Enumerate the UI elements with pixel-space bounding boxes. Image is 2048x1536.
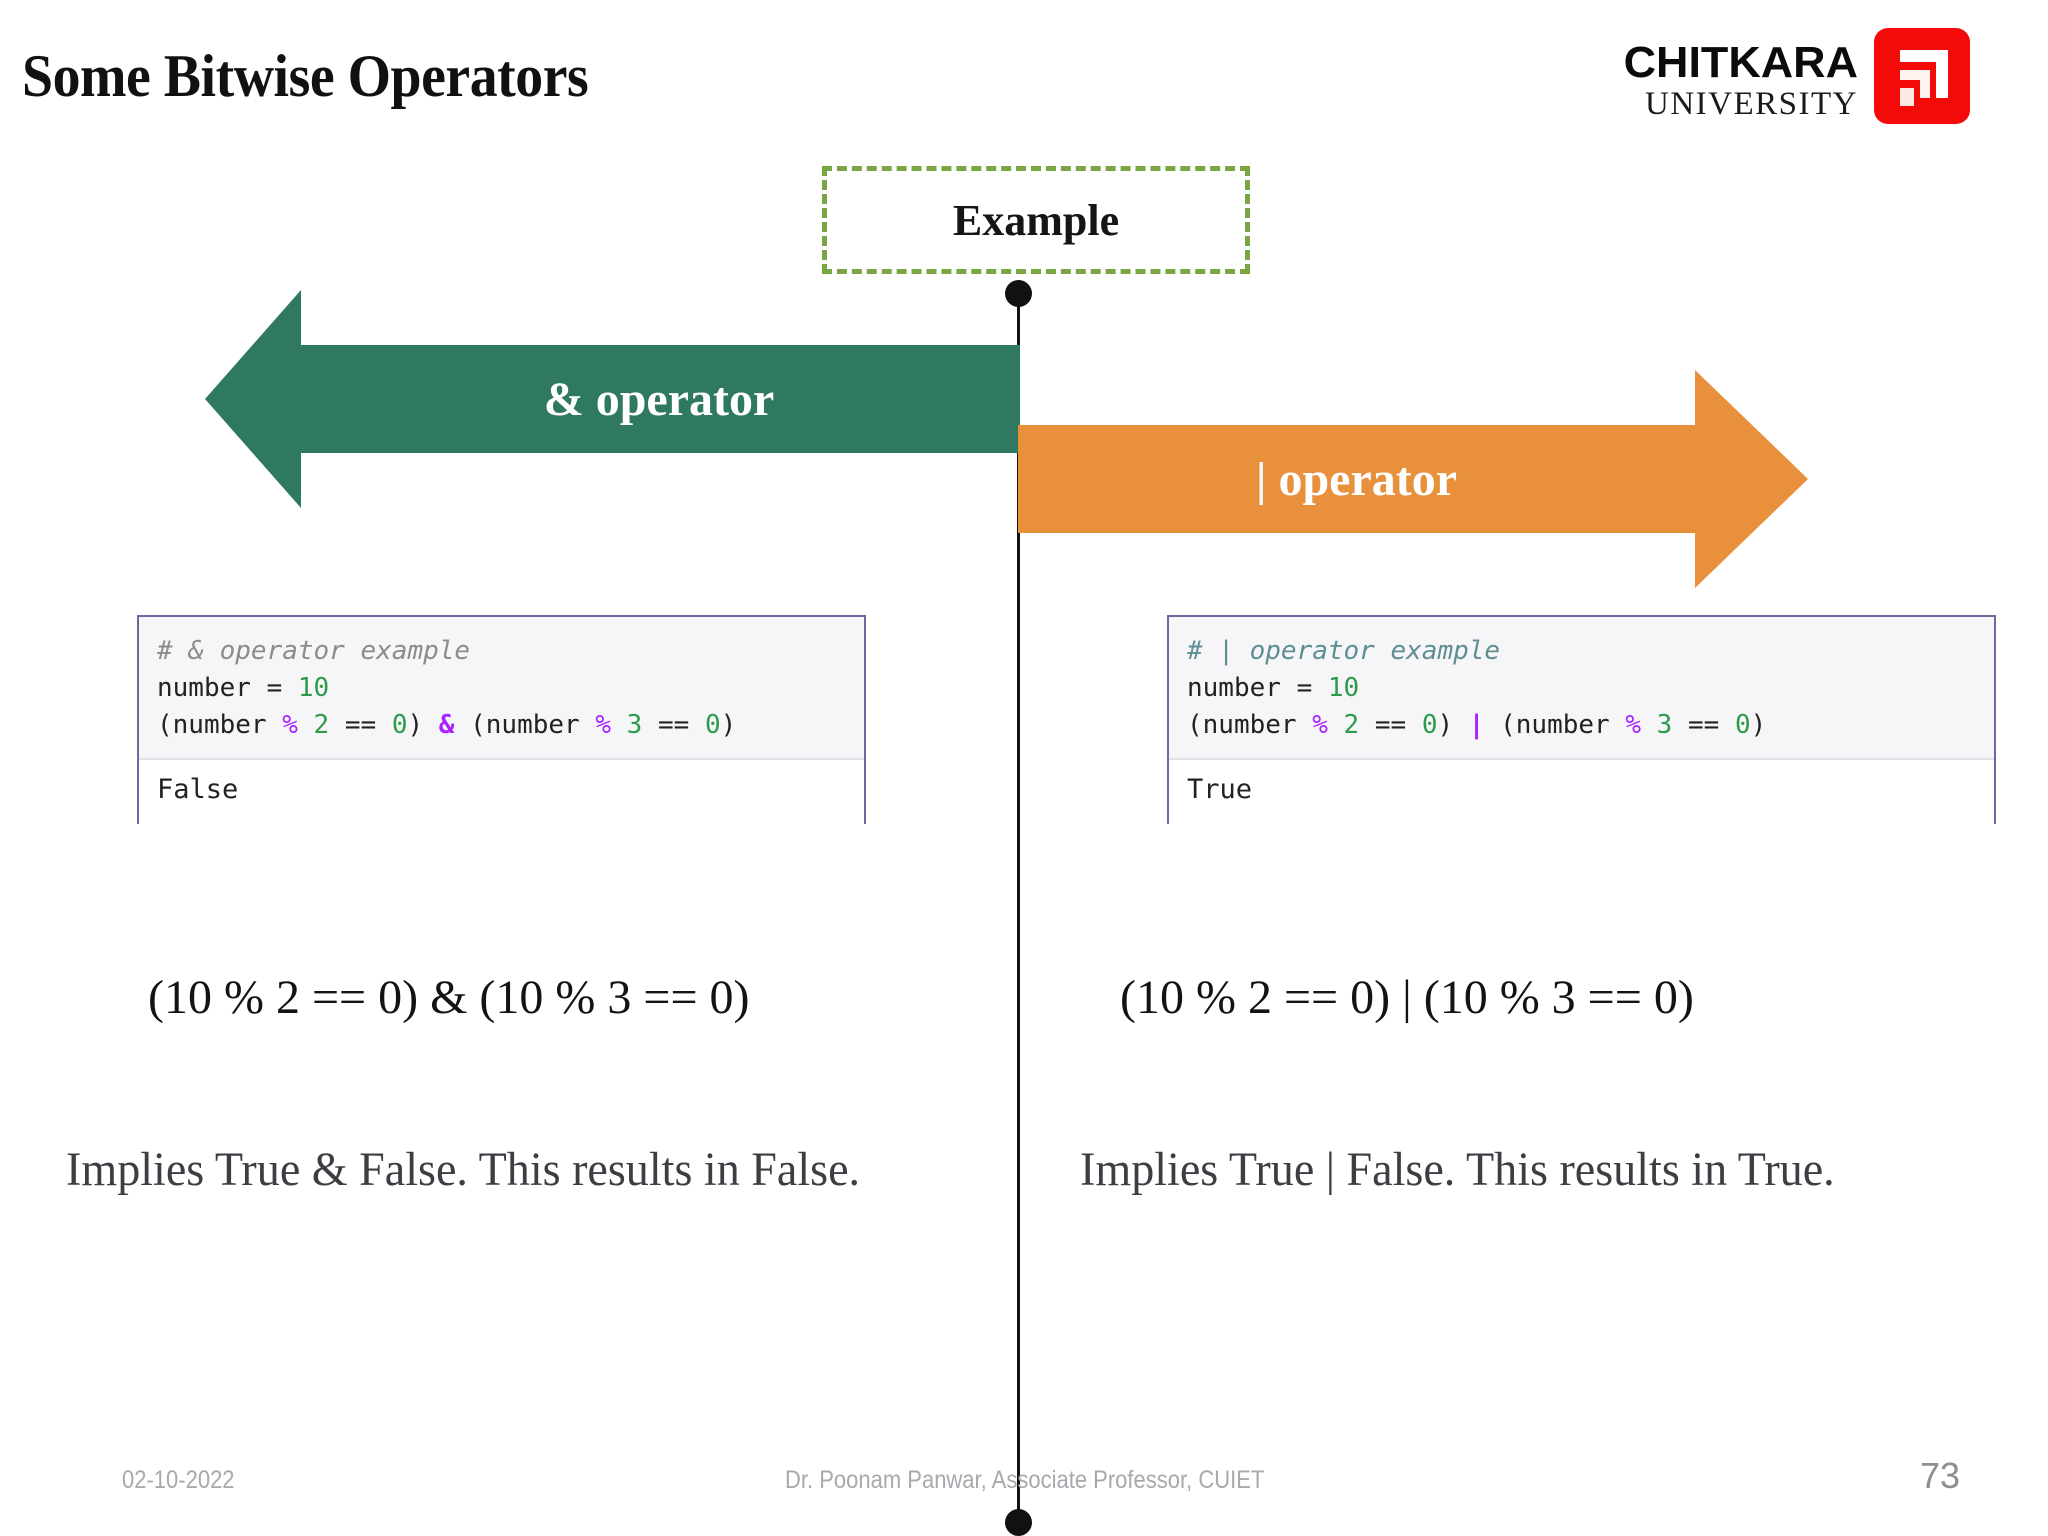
or-expression-text: (10 % 2 == 0) | (10 % 3 == 0) <box>1120 971 1694 1024</box>
code-output-left: False <box>139 760 864 824</box>
and-expression-text: (10 % 2 == 0) & (10 % 3 == 0) <box>148 971 750 1024</box>
or-operator-code-block: # | operator example number = 10 (number… <box>1167 615 1996 824</box>
logo-wordmark: CHITKARA UNIVERSITY <box>1624 40 1858 123</box>
code-output-right: True <box>1169 760 1994 824</box>
center-line-bottom-dot <box>1005 1509 1032 1536</box>
code-line-assignment: number = 10 <box>1187 673 1360 703</box>
example-callout-box: Example <box>822 166 1250 274</box>
and-operator-code-block: # & operator example number = 10 (number… <box>137 615 866 824</box>
and-operator-arrow-label: & operator <box>543 372 775 426</box>
or-operator-arrow <box>1018 370 1808 588</box>
code-line-comment: # | operator example <box>1187 636 1501 666</box>
code-source-left: # & operator example number = 10 (number… <box>139 617 864 760</box>
footer-author: Dr. Poonam Panwar, Associate Professor, … <box>785 1466 1265 1494</box>
and-implies-text: Implies True & False. This results in Fa… <box>66 1143 861 1196</box>
and-operator-arrow <box>205 290 1020 508</box>
logo-name: CHITKARA <box>1623 38 1858 87</box>
or-operator-arrow-label: | operator <box>1255 452 1458 506</box>
footer-date: 02-10-2022 <box>122 1466 235 1494</box>
logo-subtitle: UNIVERSITY <box>1645 86 1858 122</box>
or-implies-text: Implies True | False. This results in Tr… <box>1080 1143 1835 1196</box>
code-output-value: True <box>1187 774 1253 805</box>
chitkara-square-mark-icon <box>1874 28 1970 124</box>
code-output-value: False <box>157 774 239 805</box>
code-line-expression: (number % 2 == 0) | (number % 3 == 0) <box>1187 710 1767 740</box>
example-label: Example <box>952 195 1120 245</box>
page-title: Some Bitwise Operators <box>22 43 589 109</box>
code-line-expression: (number % 2 == 0) & (number % 3 == 0) <box>157 710 737 740</box>
chitkara-university-logo: CHITKARA UNIVERSITY <box>1624 18 1970 126</box>
code-source-right: # | operator example number = 10 (number… <box>1169 617 1994 760</box>
slide-page-number: 73 <box>1920 1455 1961 1496</box>
code-line-assignment: number = 10 <box>157 673 330 703</box>
center-divider-line <box>1017 290 1020 1521</box>
code-line-comment: # & operator example <box>157 636 471 666</box>
